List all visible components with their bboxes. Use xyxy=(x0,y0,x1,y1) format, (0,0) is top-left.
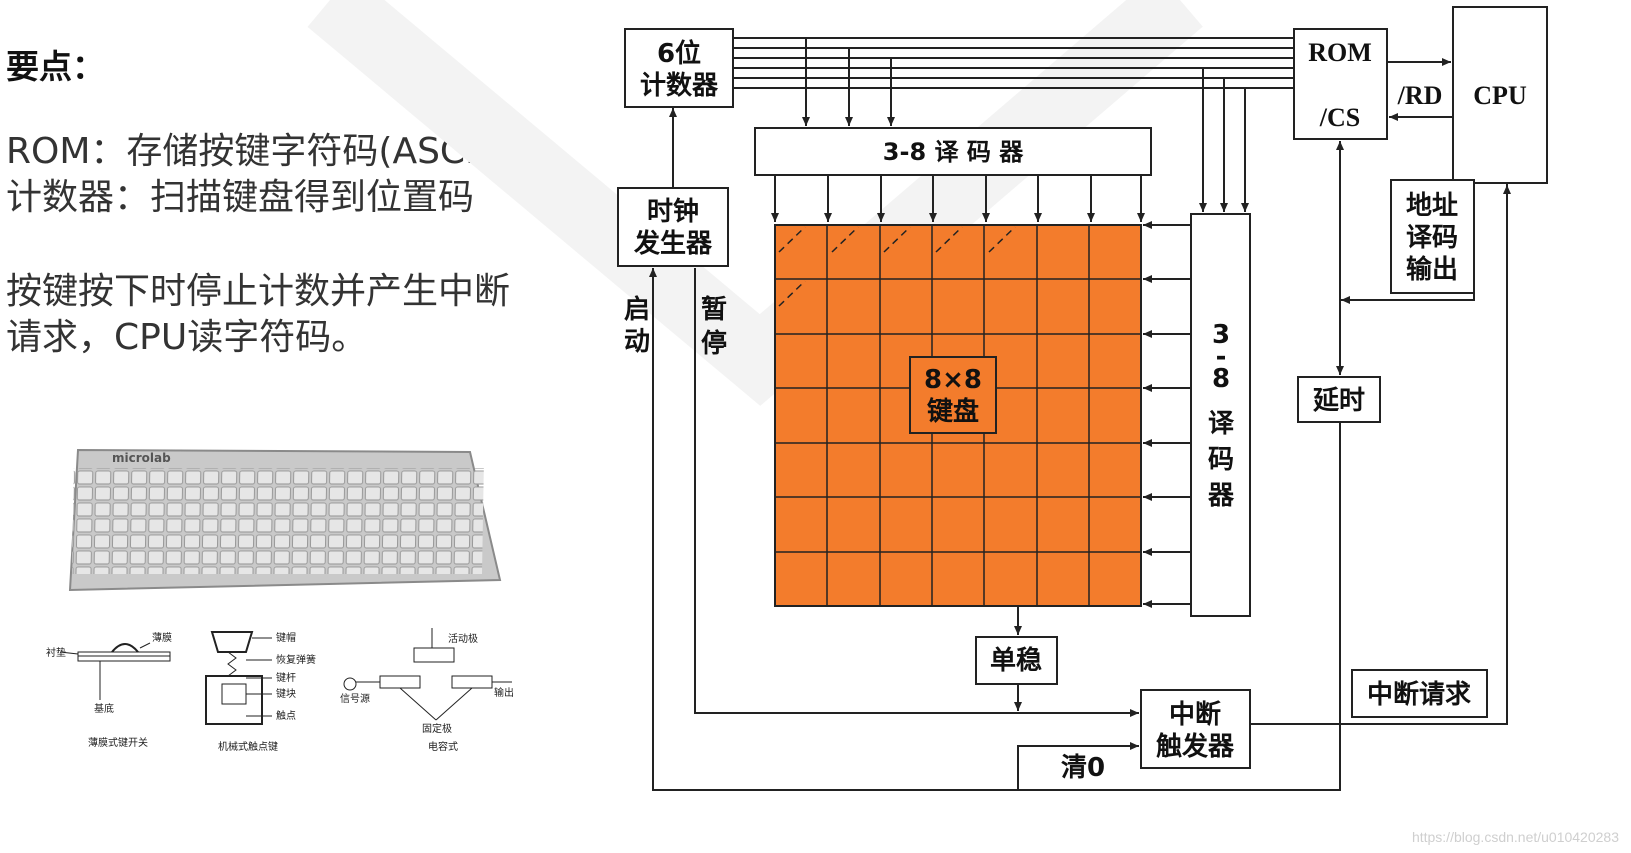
interrupt-note-line2: 请求，CPU读字符码。 xyxy=(6,317,368,358)
right-decoder-char-6: 器 xyxy=(1207,481,1235,511)
right-decoder-outputs xyxy=(1143,221,1191,608)
clear-wire xyxy=(1017,745,1139,790)
interrupt-trigger-block: 中断 触发器 xyxy=(1140,689,1251,769)
interrupt-to-cpu-wire xyxy=(1250,184,1508,725)
cap-caption: 电容式 xyxy=(428,740,458,753)
right-decoder-char-3: 8 xyxy=(1212,364,1230,394)
start-label-2: 动 xyxy=(624,327,650,357)
top-decoder-outputs xyxy=(771,175,1145,222)
background-chevron xyxy=(307,0,1203,406)
addr-decode-label-2: 译码 xyxy=(1406,223,1458,253)
keyboard-label-1: 8×8 xyxy=(924,365,982,395)
cap-output-label: 输出 xyxy=(494,686,514,699)
right-decoder-char-4: 译 xyxy=(1208,409,1235,439)
monostable-label: 单稳 xyxy=(990,645,1042,676)
rom-note: ROM：存储按键字符码(ASCII) xyxy=(6,131,501,172)
addr-decode-wire xyxy=(1341,293,1475,301)
right-decoder-char-1: 3 xyxy=(1212,320,1230,350)
clock-label-2: 发生器 xyxy=(633,228,713,259)
cpu-label: CPU xyxy=(1473,81,1527,110)
right-decoder-block: 3 - 8 译 码 器 xyxy=(1190,213,1251,617)
address-bus xyxy=(733,37,1294,212)
right-decoder-char-5: 码 xyxy=(1208,445,1234,475)
mech-caption: 机械式触点键 xyxy=(218,740,278,753)
counter-note: 计数器：扫描键盘得到位置码 xyxy=(6,177,475,218)
addr-decode-label-3: 输出 xyxy=(1406,254,1458,285)
points-title: 要点： xyxy=(6,47,105,86)
right-decoder-char-2: - xyxy=(1216,342,1227,372)
mech-spring-label: 恢复弹簧 xyxy=(276,653,316,666)
interrupt-note-line1: 按键按下时停止计数并产生中断 xyxy=(6,271,511,312)
cpu-block: CPU xyxy=(1452,6,1548,184)
start-wire xyxy=(652,270,1341,791)
rom-block: ROM /CS xyxy=(1293,28,1388,140)
interrupt-trigger-label-1: 中断 xyxy=(1169,699,1221,730)
cap-source-label: 信号源 xyxy=(340,692,370,705)
top-decoder-label: 3-8 译 码 器 xyxy=(883,138,1024,166)
delay-block: 延时 xyxy=(1297,376,1381,423)
counter-block: 6位 计数器 xyxy=(624,28,734,108)
mech-stem-label: 键杆 xyxy=(276,671,296,684)
cap-moving-label: 活动极 xyxy=(448,632,478,645)
counter-label-2: 计数器 xyxy=(640,71,719,101)
delay-label: 延时 xyxy=(1312,386,1365,416)
clock-label-1: 时钟 xyxy=(647,196,699,227)
keyboard-matrix: 8×8 键盘 xyxy=(774,224,1142,607)
keyboard-brand: microlab xyxy=(112,451,171,465)
start-label-1: 启 xyxy=(624,294,650,325)
mech-cap-label: 键帽 xyxy=(276,631,296,644)
interrupt-trigger-label-2: 触发器 xyxy=(1156,731,1235,762)
monostable-block: 单稳 xyxy=(975,636,1058,685)
mech-contact-label: 触点 xyxy=(276,709,296,722)
keyboard-photo: microlab xyxy=(68,448,502,592)
cs-label: /CS xyxy=(1319,103,1360,132)
membrane-base-label: 基底 xyxy=(94,702,114,715)
clock-generator-block: 时钟 发生器 xyxy=(617,187,729,267)
addr-decode-label-1: 地址 xyxy=(1406,191,1458,221)
capacitive-switch-figure: 活动极 信号源 输出 固定极 电容式 xyxy=(340,628,514,753)
pause-label-1: 暂 xyxy=(701,294,727,325)
clear-label: 清0 xyxy=(1061,753,1105,783)
source-watermark: https://blog.csdn.net/u010420283 xyxy=(1411,829,1619,845)
membrane-caption: 薄膜式键开关 xyxy=(88,736,148,749)
top-decoder-block: 3-8 译 码 器 xyxy=(754,127,1152,176)
interrupt-request-block: 中断请求 xyxy=(1351,669,1488,718)
cap-fixed-label: 固定极 xyxy=(422,722,452,735)
keyboard-label-2: 键盘 xyxy=(927,396,979,427)
pause-label-2: 停 xyxy=(701,328,727,359)
membrane-switch-figure: 衬垫 薄膜 基底 薄膜式键开关 xyxy=(46,631,172,749)
mech-block-label: 键块 xyxy=(276,687,296,700)
counter-label-1: 6位 xyxy=(657,38,701,69)
membrane-film-label: 薄膜 xyxy=(152,631,172,644)
mechanical-switch-figure: 键帽 恢复弹簧 键杆 键块 触点 机械式触点键 xyxy=(205,631,316,753)
membrane-liner-label: 衬垫 xyxy=(46,646,66,659)
rom-label: ROM xyxy=(1308,38,1372,67)
address-decode-block: 地址 译码 输出 xyxy=(1390,179,1475,294)
rd-label: /RD xyxy=(1397,81,1443,110)
pause-wire xyxy=(694,268,1139,714)
interrupt-request-label: 中断请求 xyxy=(1367,679,1471,710)
